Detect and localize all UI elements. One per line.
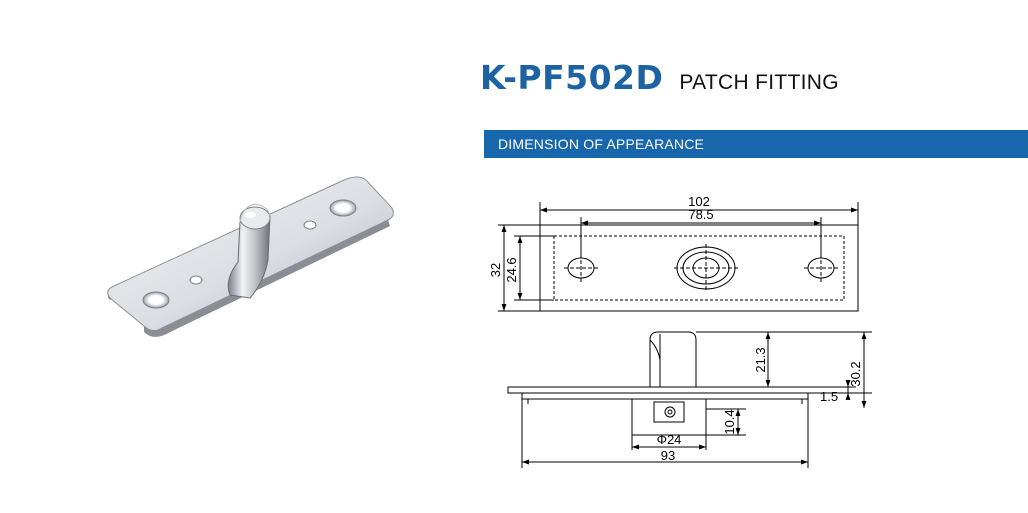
dim-diameter: Φ24 — [657, 432, 682, 447]
dim-inner-width: 24.6 — [504, 257, 519, 282]
technical-drawing: 102 78.5 32 24.6 — [488, 194, 872, 468]
dim-total-height: 30.2 — [848, 361, 863, 386]
dim-overall-width: 32 — [488, 263, 503, 277]
section-header-bar: DIMENSION OF APPEARANCE — [484, 130, 1028, 158]
product-title: K-PF502D PATCH FITTING — [480, 58, 839, 102]
pivot-pin-side — [649, 331, 697, 387]
side-view — [507, 331, 872, 468]
inner-dashed-outline — [553, 235, 845, 301]
dim-overall-length: 102 — [688, 194, 710, 209]
pivot-pin — [227, 203, 271, 299]
section-title: DIMENSION OF APPEARANCE — [498, 136, 705, 152]
product-photo — [107, 176, 394, 337]
model-number: K-PF502D — [480, 58, 664, 97]
dim-base-length: 93 — [661, 448, 675, 463]
dim-plate-thickness: 1.5 — [820, 389, 838, 404]
top-plate — [507, 386, 849, 394]
lower-block — [631, 398, 707, 436]
dim-pivot-height: 21.3 — [753, 347, 768, 372]
dim-lower-depth: 10.4 — [722, 409, 737, 434]
mounting-holes — [142, 199, 357, 309]
top-view — [498, 202, 859, 312]
product-name: PATCH FITTING — [679, 71, 839, 94]
dim-hole-spacing: 78.5 — [688, 207, 713, 222]
